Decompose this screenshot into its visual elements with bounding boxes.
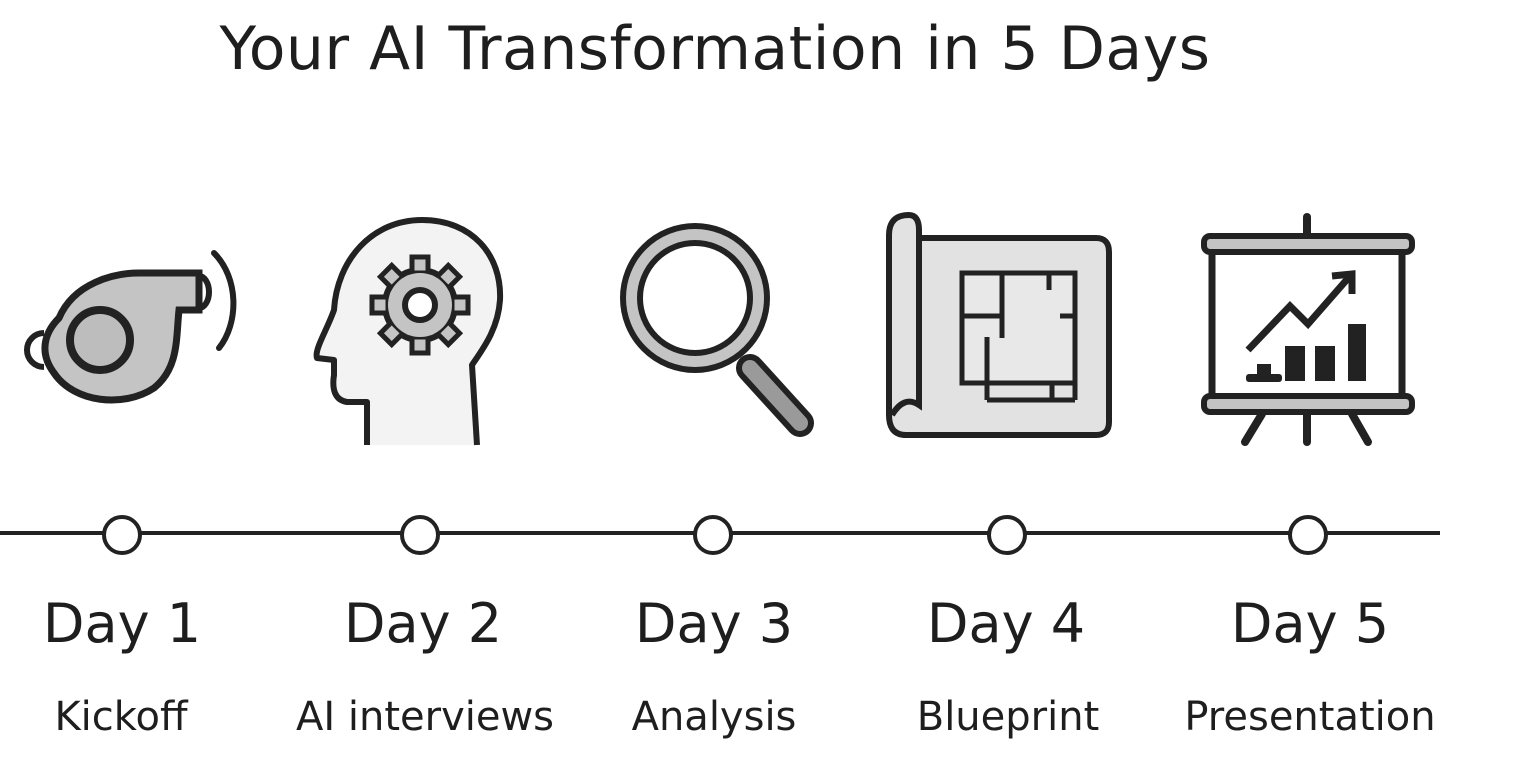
whistle-icon: [14, 248, 244, 417]
day-label: Day 2: [343, 592, 503, 655]
blueprint-icon: [884, 210, 1114, 444]
timeline-node-day-3: [693, 515, 733, 555]
timeline-node-day-4: [987, 515, 1027, 555]
presentation-board-icon: [1200, 213, 1415, 453]
step-description: Blueprint: [916, 694, 1100, 740]
step-description: AI interviews: [295, 694, 555, 740]
timeline-node-day-2: [400, 515, 440, 555]
step-description: Kickoff: [54, 694, 188, 740]
step-description: Presentation: [1184, 694, 1436, 740]
day-label: Day 1: [42, 592, 202, 655]
timeline-node-day-1: [102, 515, 142, 555]
page-title: Your AI Transformation in 5 Days: [219, 14, 1211, 84]
head-gear-icon: [312, 210, 512, 454]
step-description: Analysis: [631, 694, 797, 740]
day-label: Day 3: [634, 592, 794, 655]
day-label: Day 4: [926, 592, 1086, 655]
magnifying-glass-icon: [615, 218, 820, 447]
timeline-node-day-5: [1288, 515, 1328, 555]
day-label: Day 5: [1230, 592, 1390, 655]
